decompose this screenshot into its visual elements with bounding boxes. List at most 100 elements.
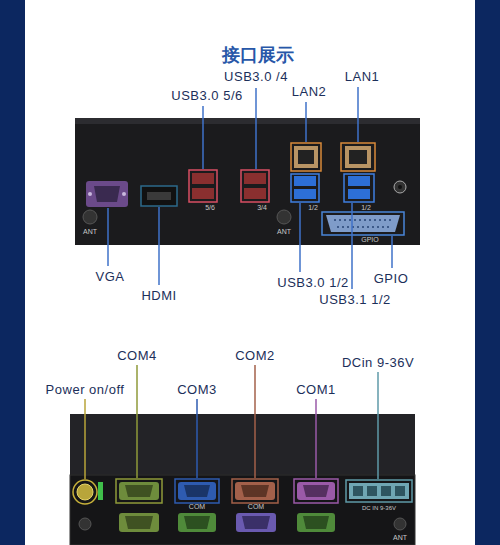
com-port [184,485,210,497]
com-port [297,482,335,500]
port-label: USB3.1 1/2 [319,293,391,307]
leader-line [196,399,198,478]
port-label: USB3.0 5/6 [171,89,243,103]
lan-port [349,150,367,164]
panel-marking: COM [189,503,205,511]
port-label: USB3.0 /4 [224,70,288,84]
usb-port [189,170,217,202]
vga-port [86,181,128,207]
leader-line [84,399,86,479]
device-front-panel [70,414,415,545]
dc-terminal [381,486,391,496]
panel-marking: 1/2 [308,204,318,212]
port-label: USB3.0 1/2 [277,276,349,290]
port-label: LAN2 [292,85,327,99]
usb-port [291,174,319,202]
port-label: COM1 [296,383,336,397]
panel-marking: GPIO [361,236,379,244]
port-label: LAN1 [345,70,380,84]
com-port [303,485,329,497]
dc-terminal [346,480,412,502]
com-port [236,513,276,532]
lan-port [341,143,375,171]
audio-jack [394,181,406,193]
com-port [184,516,210,529]
com-port [178,482,216,500]
device-front-panel [70,414,415,474]
com-port [125,485,153,497]
usb-port [344,174,374,202]
lan-port [298,150,314,164]
com-port [235,482,275,500]
panel-marking: DC IN 9-36V [362,505,396,512]
panel-marking: COM [248,503,264,511]
port-label: DCin 9-36V [342,356,414,370]
hdmi-port [147,192,171,200]
com-port [119,513,159,532]
leader-line [391,236,393,268]
leader-line [85,365,378,479]
dc-terminal [353,486,363,496]
audio-jack [398,185,402,189]
panel-marking: ANT [83,228,97,236]
gpio-port [322,212,404,235]
com-port [303,516,329,529]
dc-terminal [346,480,412,502]
port-label: GPIO [374,272,409,286]
hdmi-port [141,186,177,206]
lan-port [294,146,318,168]
gpio-port [322,212,404,235]
leader-line [377,372,379,479]
leader-line [255,88,257,169]
com-port [294,479,338,503]
usb-port [192,173,214,184]
usb-port [192,188,214,199]
antenna-hole [83,210,291,224]
leader-line [315,399,317,478]
com-port [178,513,216,532]
vga-port [88,192,92,196]
com-port [125,516,153,529]
device-rear-panel [75,118,420,124]
com-port [119,482,159,500]
panel-marking: ANT [393,534,407,542]
usb-port [348,176,370,186]
vga-port [94,186,120,202]
panel-marking: 1/2 [361,204,371,212]
leader-line [158,207,160,285]
device-front-panel [70,475,415,545]
dc-terminal [395,486,405,496]
power-button [98,482,103,500]
diagram-title: 接口展示 [222,43,294,67]
power-button [73,480,97,504]
lan-port [345,146,371,168]
port-label: VGA [96,270,125,284]
device-rear-panel [75,118,420,245]
panel-marking: 3/4 [257,204,267,212]
page-ground [25,0,475,545]
usb-port [294,189,316,199]
port-label: COM2 [235,349,275,363]
usb-port [348,189,370,199]
leader-line [136,365,138,478]
port-label: HDMI [141,289,176,303]
gpio-port [334,219,392,221]
com-port [242,516,270,529]
device-front-panel [70,414,415,545]
leader-line [254,365,256,478]
vga-port [122,192,126,196]
lan-port [291,143,321,171]
gpio-port [326,215,400,232]
leader-line [351,203,353,289]
panel-marking: ANT [277,228,291,236]
leader-line [108,87,392,289]
usb-port [244,188,266,199]
com-port [116,479,338,532]
antenna-hole [277,210,291,224]
leader-line [357,87,359,142]
antenna-hole [83,210,97,224]
gpio-port [337,226,389,228]
